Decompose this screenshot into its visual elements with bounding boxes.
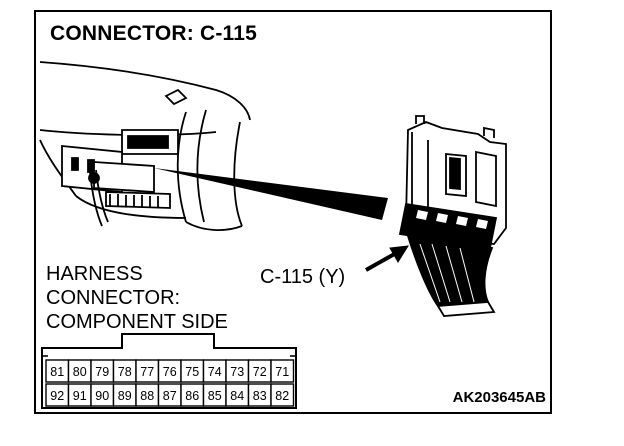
- pin-number: 89: [118, 389, 132, 403]
- diagram-title: CONNECTOR: C-115: [50, 22, 258, 45]
- pin-number: 90: [95, 389, 109, 403]
- pin-number: 85: [208, 389, 222, 403]
- pin-number: 84: [230, 389, 244, 403]
- harness-connector-label: HARNESS CONNECTOR: COMPONENT SIDE: [46, 262, 228, 334]
- connector-callout-label: C-115 (Y): [260, 266, 346, 288]
- pin-number: 75: [185, 365, 199, 379]
- harness-label-line-2: CONNECTOR:: [46, 287, 181, 309]
- dashboard-illustration: [39, 61, 251, 231]
- harness-label-line-3: COMPONENT SIDE: [46, 311, 228, 333]
- pin-cavity: [270, 383, 295, 407]
- pin-number: 73: [230, 365, 244, 379]
- callout-arrow: [365, 245, 409, 272]
- pin-number: 83: [253, 389, 267, 403]
- pin-number: 87: [163, 389, 177, 403]
- pin-number: 92: [50, 389, 64, 403]
- pin-number: 88: [140, 389, 154, 403]
- connector-c115-illustration: [398, 115, 507, 317]
- harness-label-line-1: HARNESS: [46, 263, 143, 285]
- pin-number: 71: [275, 365, 289, 379]
- connector-illustration: 81 80 79 78 77 76 75 74 73 72 71 92 91 90 89 88 87 86 85 84…: [39, 61, 507, 409]
- harness-connector-face: 81 80 79 78 77 76 75 74 73 72 71 92 91 90 89 88 87 86 85 84…: [41, 333, 297, 409]
- pin-number: 77: [140, 365, 154, 379]
- pin-number: 72: [253, 365, 267, 379]
- pin-number: 91: [73, 389, 87, 403]
- pin-cavity: [270, 359, 295, 383]
- pin-number: 78: [118, 365, 132, 379]
- pin-number: 74: [208, 365, 222, 379]
- pin-number: 82: [275, 389, 289, 403]
- pin-number: 81: [50, 365, 64, 379]
- pin-number: 79: [95, 365, 109, 379]
- pointer-wedge: [154, 168, 388, 220]
- diagram-frame: CONNECTOR: C-115: [34, 10, 552, 414]
- pin-number: 76: [163, 365, 177, 379]
- figure-code: AK203645AB: [452, 389, 546, 406]
- pin-number: 86: [185, 389, 199, 403]
- pin-number: 80: [73, 365, 87, 379]
